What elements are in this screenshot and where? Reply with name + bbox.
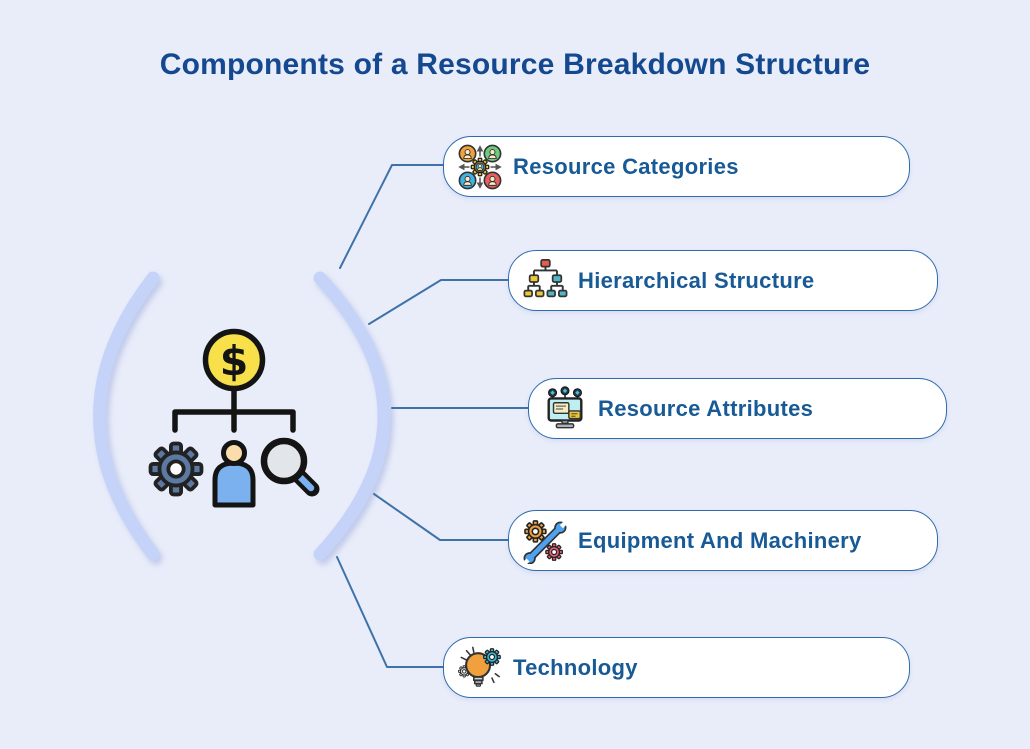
teal-gear-icon <box>483 647 501 666</box>
dollar-coin-icon: $ <box>202 328 266 392</box>
gear-icon <box>148 441 204 497</box>
magnifier-icon <box>260 437 320 497</box>
person-bubble-bottom-left <box>458 170 477 189</box>
connector-line-4 <box>373 493 510 541</box>
hierarchy-tree-icon <box>523 258 568 297</box>
people-network-icon <box>458 144 502 189</box>
connector-line-1 <box>339 164 445 269</box>
person-bubble-top-right <box>483 144 502 163</box>
bracket-arcs <box>93 271 391 561</box>
box-resource-attributes: Resource Attributes <box>528 378 947 439</box>
org-tree-lines <box>172 386 296 433</box>
resource-breakdown-illustration: $ <box>148 328 320 508</box>
wrench-icon <box>522 519 568 564</box>
item-label: Resource Attributes <box>598 395 814 421</box>
connector-lines <box>336 164 530 668</box>
monitor-nodes-icon <box>547 385 583 428</box>
bulb-gear-icon <box>458 646 501 687</box>
dollar-symbol: $ <box>220 337 249 385</box>
page-title: Components of a Resource Breakdown Struc… <box>159 48 871 81</box>
connector-line-5 <box>336 556 445 668</box>
connector-line-2 <box>368 279 510 325</box>
person-icon <box>212 440 256 508</box>
left-bracket-arc <box>93 271 160 561</box>
box-hierarchical-structure: Hierarchical Structure <box>508 250 938 311</box>
item-label: Equipment And Machinery <box>578 527 862 553</box>
box-technology: Technology <box>443 637 910 698</box>
box-resource-categories: Resource Categories <box>443 136 910 197</box>
box-equipment-and-machinery: Equipment And Machinery <box>508 510 938 571</box>
item-label: Technology <box>513 654 638 680</box>
person-bubble-bottom-right <box>483 170 502 189</box>
red-gear-icon <box>545 542 564 561</box>
right-bracket-arc <box>313 271 391 561</box>
person-bubble-top-left <box>458 144 477 163</box>
orange-gear-icon <box>524 519 547 543</box>
item-label: Resource Categories <box>513 153 739 179</box>
item-label: Hierarchical Structure <box>578 267 815 293</box>
wrench-gears-icon <box>522 519 568 564</box>
